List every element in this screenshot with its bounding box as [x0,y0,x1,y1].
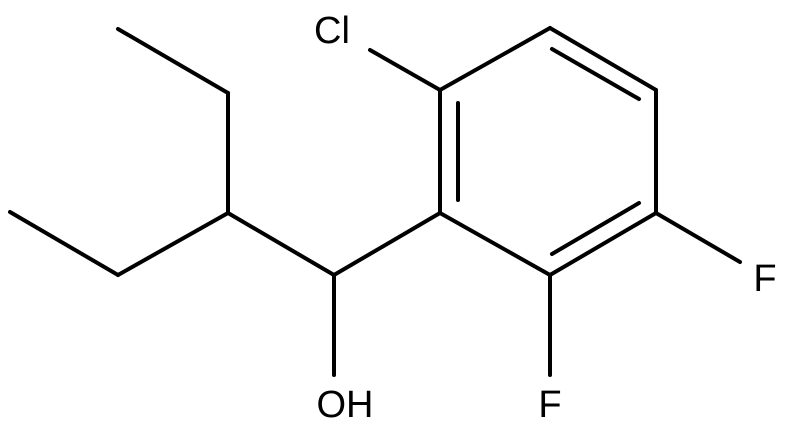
bond-ring-c5-c6-inner [550,201,641,256]
bond-ethyl2-ch3-ch2 [8,210,120,277]
bond-ring-c2-c3 [438,26,552,92]
atom-label-group: Cl OH F F [314,10,777,426]
atom-label-oh: OH [317,384,374,426]
atom-label-f-ortho: F [538,384,561,426]
bond-ring-cl [368,48,442,92]
bond-ethyl1-ch3-ch2 [116,27,230,95]
atom-label-cl: Cl [314,10,350,52]
bond-carbinol-ring [332,211,442,277]
bond-ring-c3-c4 [548,26,658,92]
bond-ch-carbinol [226,211,336,277]
bond-ring-c6-c1 [438,211,552,277]
bond-group [8,26,742,377]
atom-label-f-meta: F [753,258,776,300]
bond-ring-c5-c6 [548,211,658,277]
bond-ring-c3-c4-inner [550,47,641,101]
bond-ethyl2-ch2-ch [116,211,230,277]
bond-ring-f-meta [654,211,742,264]
